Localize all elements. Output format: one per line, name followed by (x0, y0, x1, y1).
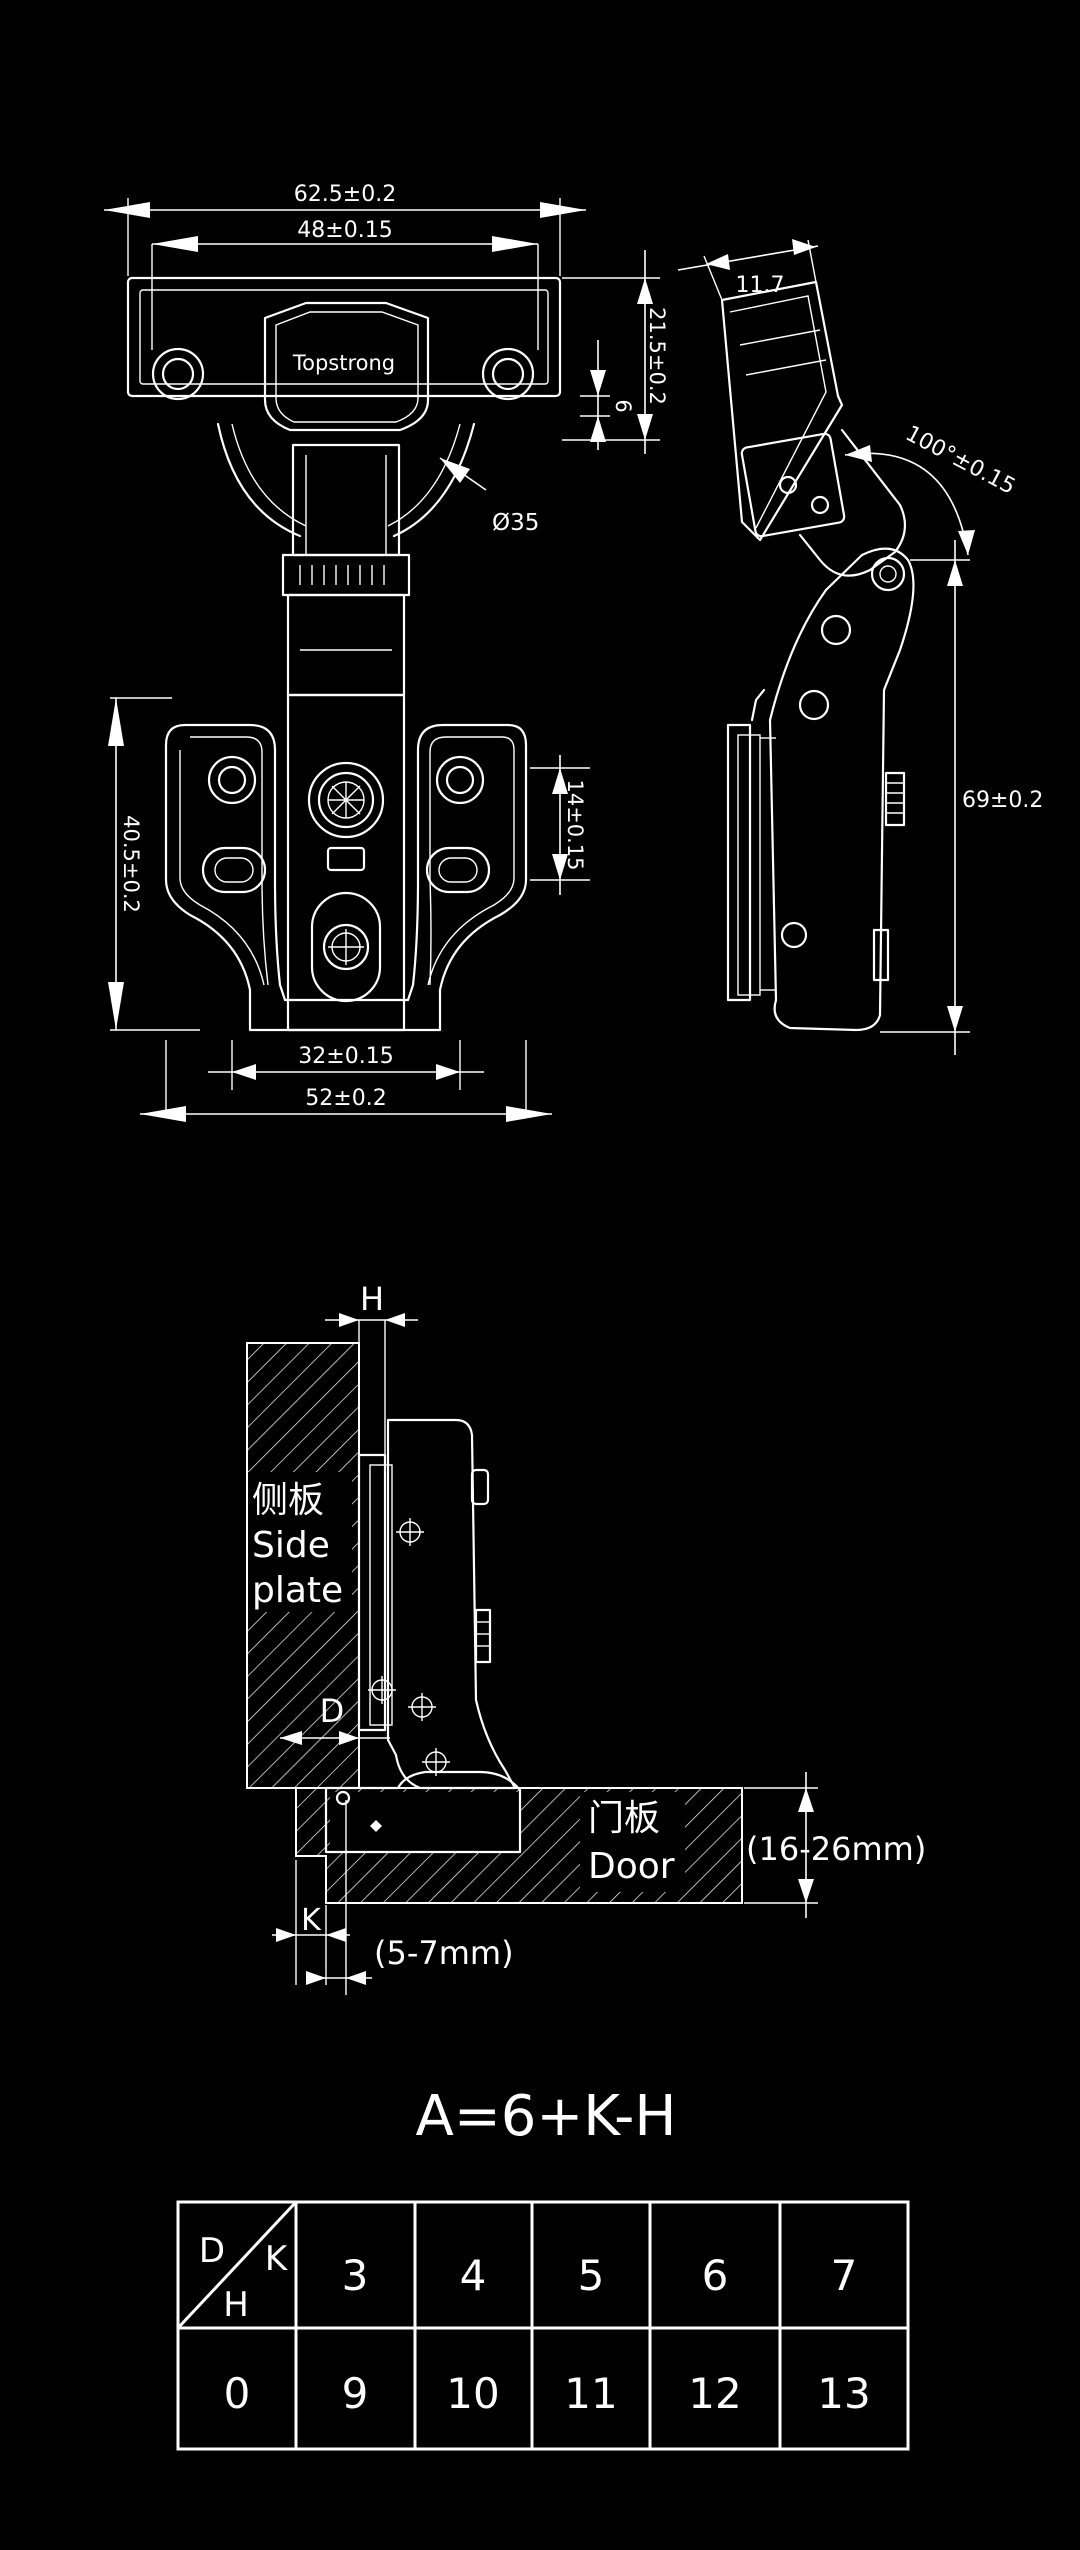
label-k: K (301, 1903, 322, 1938)
dim-overall-width: 62.5±0.2 (294, 182, 396, 207)
corner-k: K (265, 2239, 289, 2279)
corner-d: D (199, 2231, 225, 2271)
dim-hole-spacing: 48±0.15 (297, 218, 392, 243)
side-plate-en-2: plate (252, 1570, 343, 1611)
k-value: 4 (460, 2251, 487, 2300)
door-en: Door (588, 1846, 675, 1887)
brand-logo: Topstrong (292, 351, 395, 375)
dim-opening-angle: 100°±0.15 (901, 421, 1019, 500)
k-value: 3 (342, 2251, 369, 2300)
d-value: 11 (564, 2369, 617, 2418)
hinge-top-view: 62.5±0.2 48±0.15 Topstrong Ø35 6 21.5±0.… (104, 182, 669, 1122)
dim-cup-diameter: Ø35 (492, 510, 539, 536)
dim-plate-width: 52±0.2 (305, 1086, 386, 1111)
installation-section-view: H 侧板 Side plate D 门板 Door (16-26mm) K (5… (246, 1280, 926, 1995)
dim-plate-slot: 14±0.15 (563, 779, 587, 870)
side-plate-en-1: Side (252, 1525, 330, 1566)
d-value: 12 (688, 2369, 741, 2418)
d-value: 10 (446, 2369, 499, 2418)
dim-cup-edge: 21.5±0.2 (645, 307, 669, 405)
h-value: 0 (224, 2369, 251, 2418)
dim-total-height: 69±0.2 (962, 788, 1043, 813)
label-h: H (360, 1280, 384, 1318)
d-value: 13 (817, 2369, 870, 2418)
door-cn: 门板 (588, 1798, 660, 1839)
offset-table: D K H 3 4 5 6 7 0 9 10 11 12 13 (176, 2200, 910, 2451)
corner-h: H (223, 2285, 249, 2325)
k-value: 6 (702, 2251, 729, 2300)
dim-arm-width: 11.7 (736, 273, 785, 298)
k-value: 5 (578, 2251, 605, 2300)
formula: A=6+K-H (416, 2084, 677, 2149)
door-thickness: (16-26mm) (746, 1830, 926, 1868)
dim-cup-offset: 6 (611, 399, 635, 412)
dim-plate-height: 40.5±0.2 (119, 815, 143, 913)
k-value: 7 (831, 2251, 858, 2300)
dim-plate-holes: 32±0.15 (298, 1044, 393, 1069)
hinge-side-view: 11.7 100°±0.15 69±0.2 (677, 239, 1043, 1055)
d-value: 9 (342, 2369, 369, 2418)
side-plate-cn: 侧板 (252, 1480, 324, 1521)
bore-distance: (5-7mm) (374, 1934, 514, 1972)
label-d: D (320, 1692, 345, 1730)
